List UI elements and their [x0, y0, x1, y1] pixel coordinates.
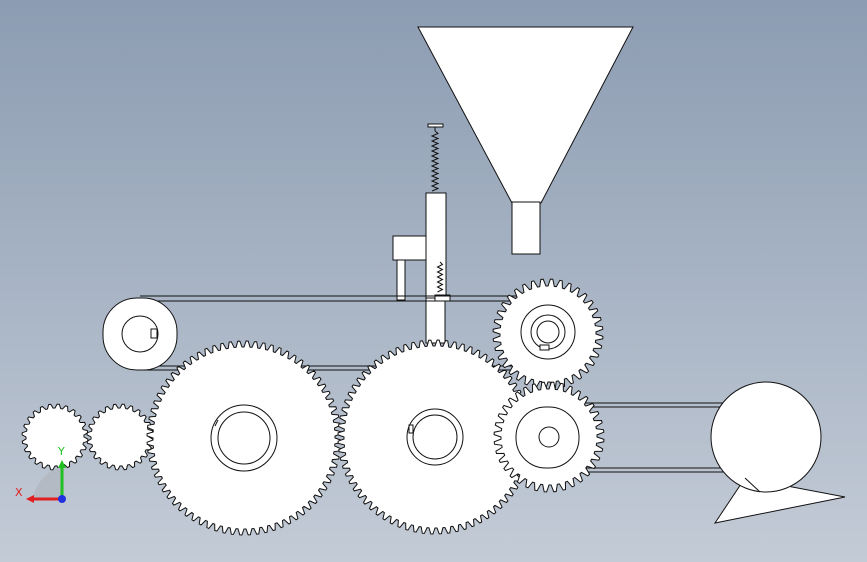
gear-left-hub-bore — [217, 411, 271, 465]
hopper — [417, 26, 634, 255]
gear-hubs — [210, 304, 580, 472]
idler-bore — [121, 315, 159, 353]
gear-far-left — [21, 403, 89, 471]
press-rod — [425, 297, 446, 344]
spring-lower — [436, 261, 444, 293]
hopper-spout — [511, 201, 541, 255]
hopper-cone — [417, 26, 634, 204]
y-axis-label: Y — [57, 445, 65, 458]
press-arm — [392, 235, 427, 261]
spring-upper — [430, 130, 440, 192]
idler-keyway — [150, 328, 158, 339]
triad-plane — [32, 467, 62, 499]
gear-ur-key — [539, 344, 550, 351]
press-leg — [396, 259, 406, 301]
gear-ur-bore — [536, 320, 560, 344]
gear-left-key — [214, 419, 219, 427]
spring-plunger — [392, 123, 451, 344]
axis-triad: X Y — [15, 445, 66, 503]
z-axis-dot — [58, 495, 66, 503]
press-column — [425, 192, 447, 301]
motor — [710, 381, 846, 524]
x-axis-label: X — [15, 486, 23, 499]
gear-mid-hub-bore — [412, 414, 458, 460]
x-axis-arrow — [26, 495, 34, 503]
y-axis-arrow — [58, 460, 66, 468]
plunger-cap — [427, 123, 444, 128]
gear-mid-key — [408, 424, 414, 434]
drive-pulley-bore — [538, 426, 560, 448]
motor-housing — [710, 381, 822, 493]
idler-pulley — [102, 297, 178, 371]
gear-second-left — [86, 403, 154, 471]
